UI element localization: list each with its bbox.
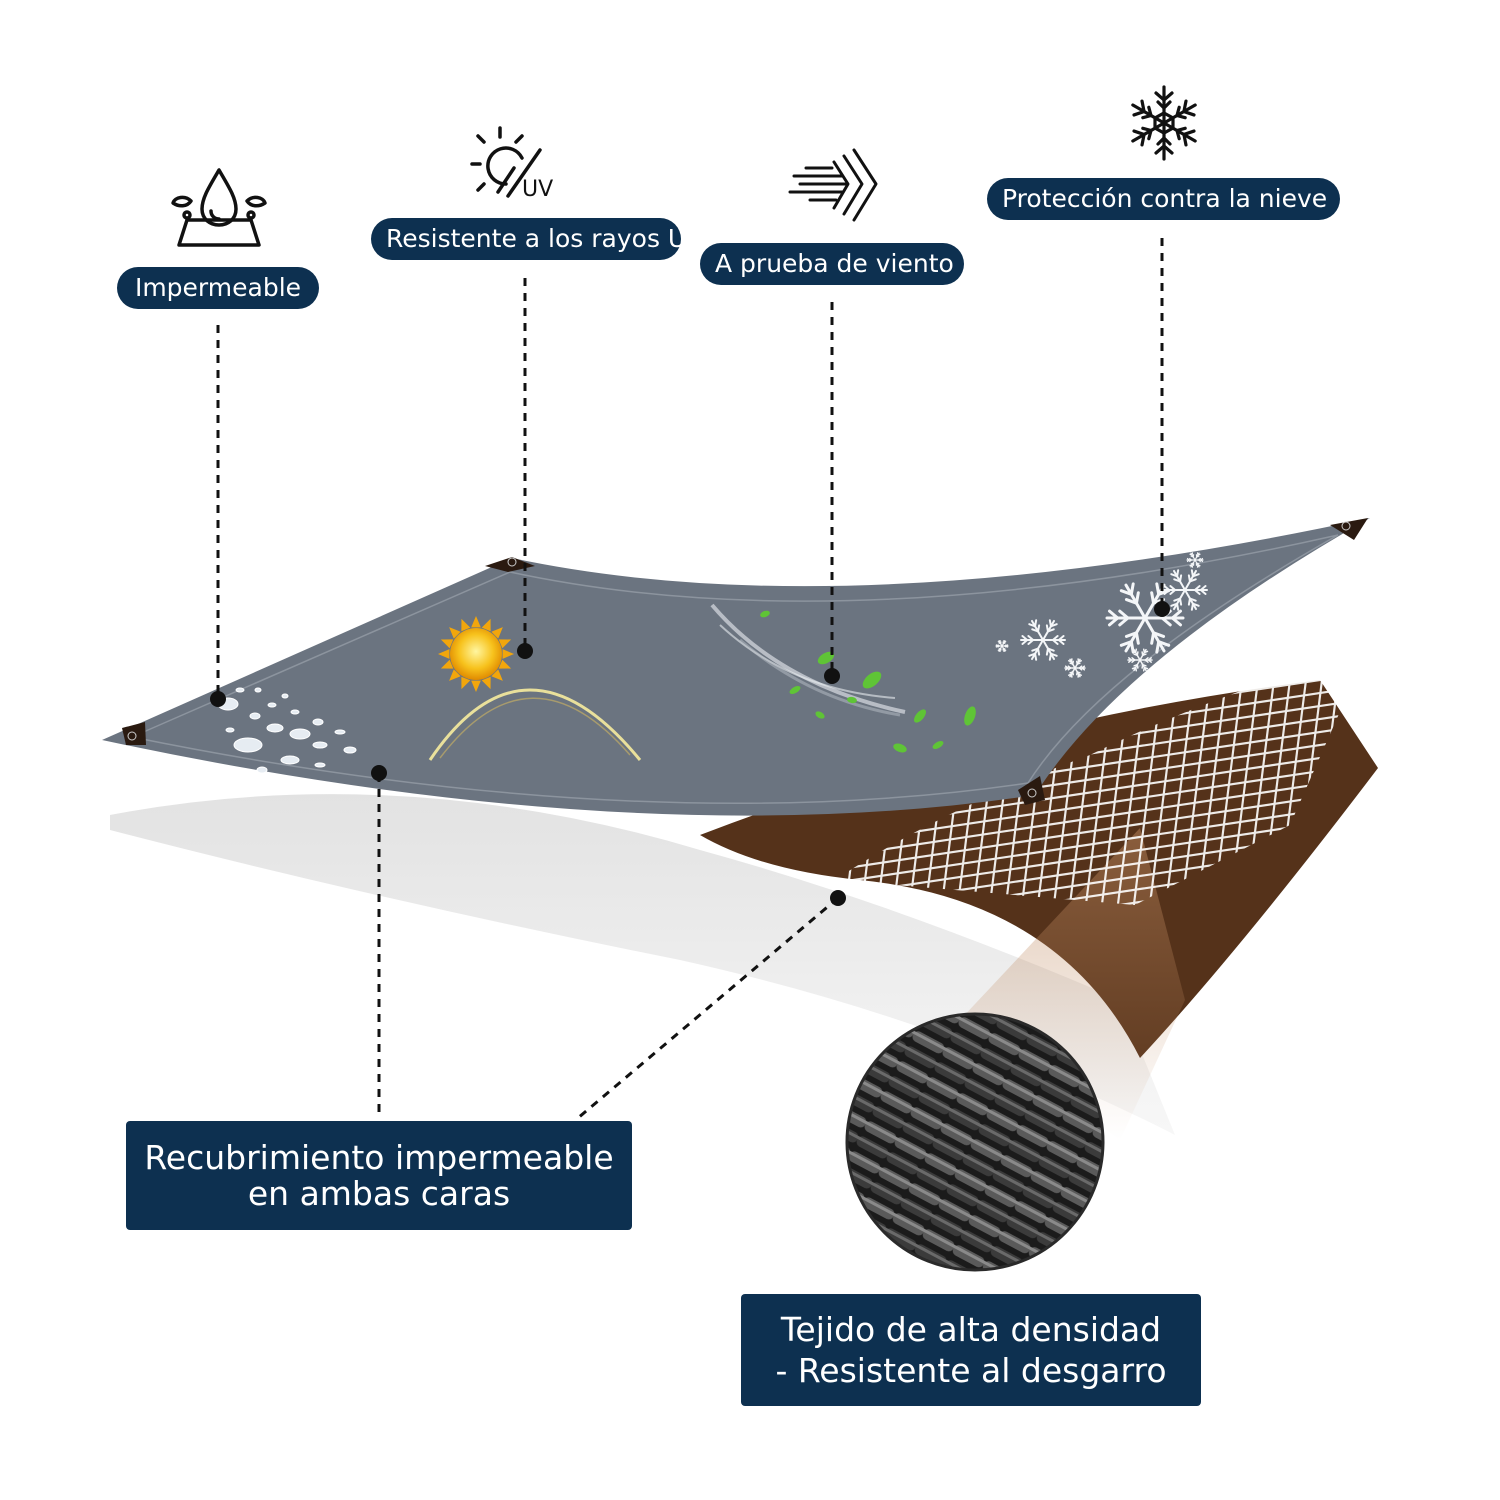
water-drop-icon <box>171 168 267 247</box>
wind-leaves-graphic <box>710 603 976 753</box>
sun-ray <box>498 659 512 669</box>
sun-ray <box>491 627 503 639</box>
sun-ray <box>471 680 481 692</box>
sun-ray <box>502 649 514 659</box>
sun-ray <box>449 669 461 681</box>
snowflake <box>1162 569 1208 611</box>
wind-icon <box>788 148 878 222</box>
callout-double-coating-line2: en ambas caras <box>247 1173 511 1213</box>
callout-double-coating: Recubrimiento impermeable en ambas caras <box>126 1121 632 1230</box>
callout-double-coating-line1: Recubrimiento impermeable <box>144 1137 614 1177</box>
leader-lines <box>216 238 1164 1120</box>
snowflake <box>1020 619 1066 661</box>
snowflake-icon <box>1127 85 1201 161</box>
sun-ray <box>440 659 454 669</box>
tarp-top-layer <box>102 518 1370 816</box>
sun-graphic <box>428 616 642 761</box>
snowflake <box>995 640 1009 652</box>
mesh-line <box>1404 600 1444 920</box>
sun-ray <box>461 676 471 690</box>
snowflake <box>1064 658 1086 678</box>
fabric-weave-detail <box>845 1012 1105 1272</box>
svg-text:UV: UV <box>522 177 553 202</box>
sun-ray <box>471 616 481 628</box>
callout-high-density-fabric-line1: Tejido de alta densidad <box>780 1310 1162 1349</box>
mesh-line <box>1388 600 1428 920</box>
callout-high-density-fabric: Tejido de alta densidad - Resistente al … <box>741 1294 1201 1406</box>
label-impermeable: Impermeable <box>117 267 319 309</box>
mesh-line <box>835 783 1368 877</box>
callout-high-density-fabric-line2: - Resistente al desgarro <box>775 1351 1167 1390</box>
leader-dots <box>210 601 1170 906</box>
sun-ray <box>461 618 471 632</box>
label-snow-protection: Protección contra la nieve <box>987 178 1340 220</box>
sun-ray <box>481 676 491 690</box>
sun-ray <box>438 649 450 659</box>
mesh-line <box>1372 600 1412 920</box>
sun-ray <box>440 639 454 649</box>
grommets <box>122 518 1368 805</box>
label-uv-resistant: Resistente a los rayos UV <box>371 218 703 260</box>
sun-ray <box>491 669 503 681</box>
sun-ray <box>498 639 512 649</box>
label-windproof: A prueba de viento <box>700 243 964 285</box>
sun-ray <box>481 618 491 632</box>
mesh-line <box>835 770 1368 864</box>
snowflake <box>1186 552 1204 568</box>
snowflake <box>1127 648 1153 672</box>
sun-ray <box>449 627 461 639</box>
sun-uv-icon: UV <box>470 126 553 202</box>
